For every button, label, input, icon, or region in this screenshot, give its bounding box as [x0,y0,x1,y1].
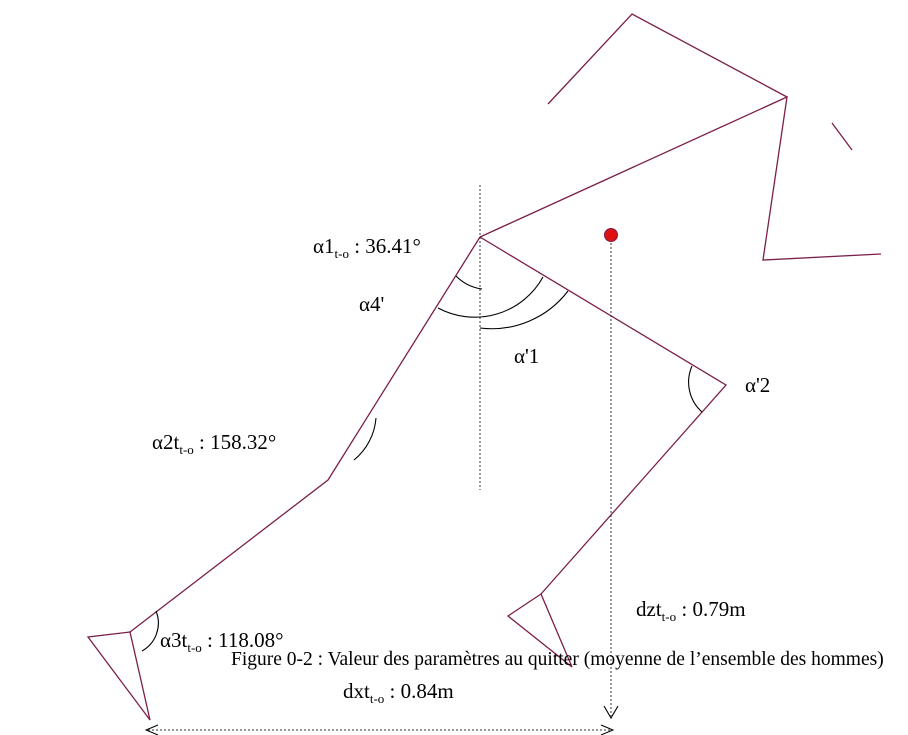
dx-arrowhead-left [144,724,159,735]
dx-arrowhead-right [600,724,615,735]
label-dz-takeoff: dztt-o : 0.79m [636,597,746,624]
label-alpha2-takeoff: α2tt-o : 158.32° [152,430,276,457]
angle-arc-a4p [437,276,544,318]
center-of-mass-marker [604,228,618,242]
figure-caption: Figure 0-2 : Valeur des paramètres au qu… [231,649,884,670]
angle-arc-a1 [455,275,483,290]
arm-left-segment [547,13,788,105]
label-alpha4-prime: α4' [359,292,384,316]
angle-arc-ap1 [479,290,569,330]
stance-leg-segment [129,236,481,633]
label-dx-takeoff: dxtt-o : 0.84m [343,679,454,706]
label-alpha-prime1: α'1 [514,344,539,368]
angle-arc-a3 [141,610,159,652]
label-alpha1-takeoff: α1t-o : 36.41° [313,234,421,261]
swing-leg-segment [479,236,728,595]
label-alpha3-takeoff: α3tt-o : 118.08° [160,628,284,655]
label-alpha-prime2: α'2 [745,373,770,397]
angle-arc-a2 [353,417,377,461]
angle-arc-ap2 [688,365,703,413]
stance-foot-segment [86,631,151,721]
trunk-segment [479,95,882,261]
hand-segment [831,122,853,151]
dz-arrowhead [603,705,619,720]
swing-foot-segment [506,593,573,668]
